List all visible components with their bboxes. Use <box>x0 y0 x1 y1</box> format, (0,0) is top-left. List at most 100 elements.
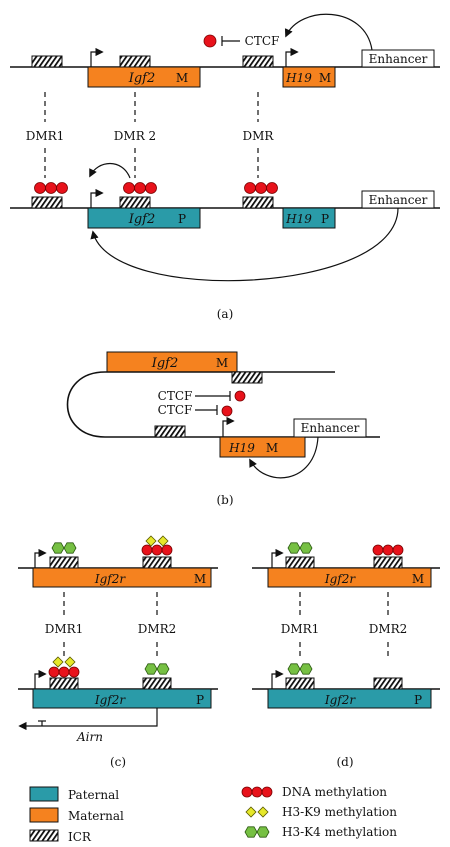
dna-methylation-dot <box>203 34 217 48</box>
panel-d-caption: (d) <box>336 755 353 769</box>
dna-methylation-dot <box>234 390 246 402</box>
igf2-tag: M <box>176 71 188 85</box>
h19-maternal-box <box>282 66 336 88</box>
enhancer-label: Enhancer <box>369 193 428 207</box>
icr-dmr1 <box>31 55 63 68</box>
enhancer-to-igf2-arrow <box>90 207 399 282</box>
maternal-swatch <box>29 807 59 823</box>
promoter-arrow-igf2r-paternal <box>34 669 47 689</box>
icr-dmr1 <box>285 677 315 690</box>
icr-dmr2 <box>373 677 403 690</box>
promoter-arrow-igf2-paternal <box>90 188 104 208</box>
panel-b-caption: (b) <box>216 493 233 507</box>
igf2r-paternal-box <box>267 688 432 709</box>
icr-dmr2 <box>119 196 151 209</box>
paternal-swatch <box>29 786 59 802</box>
h3k4-methylation-pair <box>144 663 170 675</box>
panel-c-caption: (c) <box>110 755 126 769</box>
promoter-arrow-igf2-maternal <box>90 47 104 67</box>
dna-methylation-cluster <box>48 666 80 678</box>
igf2r-label: Igf2r <box>324 693 356 707</box>
ctcf-label-2: CTCF <box>158 403 193 417</box>
h19-label: H19 <box>228 441 255 455</box>
icr-dmr1 <box>31 196 63 209</box>
promoter-arrow-h19-maternal <box>285 47 299 67</box>
igf2-tag: M <box>216 356 228 370</box>
enhancer-label: Enhancer <box>369 52 428 66</box>
dmr1-label: DMR1 <box>281 622 320 636</box>
enhancer-to-h19-arrow <box>249 436 319 479</box>
airn-label: Airn <box>76 730 103 744</box>
promoter-arrow-igf2r-maternal <box>34 548 47 568</box>
igf2r-maternal-box <box>267 567 432 588</box>
dna-methylation-dot <box>221 405 233 417</box>
legend-icr: ICR <box>68 830 92 844</box>
enhancer-to-ctcf-arrow <box>284 13 373 51</box>
legend: Paternal Maternal ICR DNA methylation H3… <box>29 785 397 844</box>
icr-h19-dmr <box>242 55 274 68</box>
dmr2-label: DMR2 <box>369 622 408 636</box>
igf2-label: Igf2 <box>128 212 156 227</box>
h3k9-methylation-pair <box>52 656 76 668</box>
dmr-label: DMR <box>243 129 275 143</box>
h19-label: H19 <box>285 71 312 85</box>
ctcf-label: CTCF <box>245 34 280 48</box>
panel-b: Igf2 M CTCF CTCF H19 M Enhancer (b) <box>66 351 380 507</box>
igf2r-tag: M <box>412 572 424 586</box>
h19-paternal-box <box>282 207 336 229</box>
promoter-arrow-igf2r-paternal <box>271 669 284 689</box>
icr-dmr2 <box>142 556 172 569</box>
icr-dmr2 <box>373 556 403 569</box>
igf2-label: Igf2 <box>151 356 179 371</box>
h19-tag: M <box>319 71 331 85</box>
igf2-paternal-box <box>87 207 201 229</box>
dmr2-label: DMR2 <box>138 622 177 636</box>
dmr2-activation-arrow <box>89 162 131 179</box>
dna-methylation-cluster <box>372 544 404 556</box>
enhancer-box <box>361 49 435 68</box>
igf2-label: Igf2 <box>128 71 156 86</box>
icr-dmr1 <box>49 556 79 569</box>
enhancer-box <box>293 418 367 438</box>
h19-maternal-box <box>219 436 306 458</box>
h3k4-methylation-pair <box>51 542 77 554</box>
h3k9-swatch <box>245 806 269 818</box>
promoter-arrow-h19 <box>222 416 235 437</box>
dna-methylation-cluster <box>34 182 68 194</box>
icr-h19-dmr <box>242 196 274 209</box>
panel-a: Igf2 M H19 M Enhancer CTCF DMR1 DMR 2 DM… <box>10 13 440 321</box>
enhancer-label: Enhancer <box>301 421 360 435</box>
dmr1-label: DMR1 <box>26 129 65 143</box>
h3k9-methylation-pair <box>145 535 169 547</box>
icr-swatch <box>29 829 59 842</box>
igf2r-tag: P <box>196 693 204 707</box>
igf2r-paternal-box <box>32 688 212 709</box>
igf2r-maternal-box <box>32 567 212 588</box>
dmr2-label: DMR 2 <box>114 129 156 143</box>
legend-h3k9: H3-K9 methylation <box>282 805 397 819</box>
icr-dmr2 <box>142 677 172 690</box>
igf2-tag: P <box>178 212 186 226</box>
igf2r-label: Igf2r <box>94 693 126 707</box>
h19-tag: M <box>266 441 278 455</box>
dmr1-label: DMR1 <box>45 622 84 636</box>
icr <box>231 371 263 384</box>
panel-c: Igf2r M DMR1 DMR2 Igf2r P <box>18 535 218 769</box>
panel-d: Igf2r M DMR1 DMR2 Igf2r P (d) <box>252 542 440 769</box>
airn-transcript-arrow <box>18 708 158 731</box>
igf2r-tag: M <box>194 572 206 586</box>
h3k4-methylation-pair <box>287 663 313 675</box>
looped-chromosome-line <box>66 371 380 438</box>
igf2r-tag: P <box>414 693 422 707</box>
panel-a-caption: (a) <box>217 307 234 321</box>
igf2r-label: Igf2r <box>94 572 126 586</box>
h19-tag: P <box>321 212 329 226</box>
promoter-arrow-igf2r-maternal <box>271 548 284 568</box>
igf2r-label: Igf2r <box>324 572 356 586</box>
dna-methylation-cluster <box>141 544 173 556</box>
legend-dna-methylation: DNA methylation <box>282 785 387 799</box>
igf2-maternal-box <box>87 66 201 88</box>
legend-paternal: Paternal <box>68 788 119 802</box>
h19-label: H19 <box>285 212 312 226</box>
